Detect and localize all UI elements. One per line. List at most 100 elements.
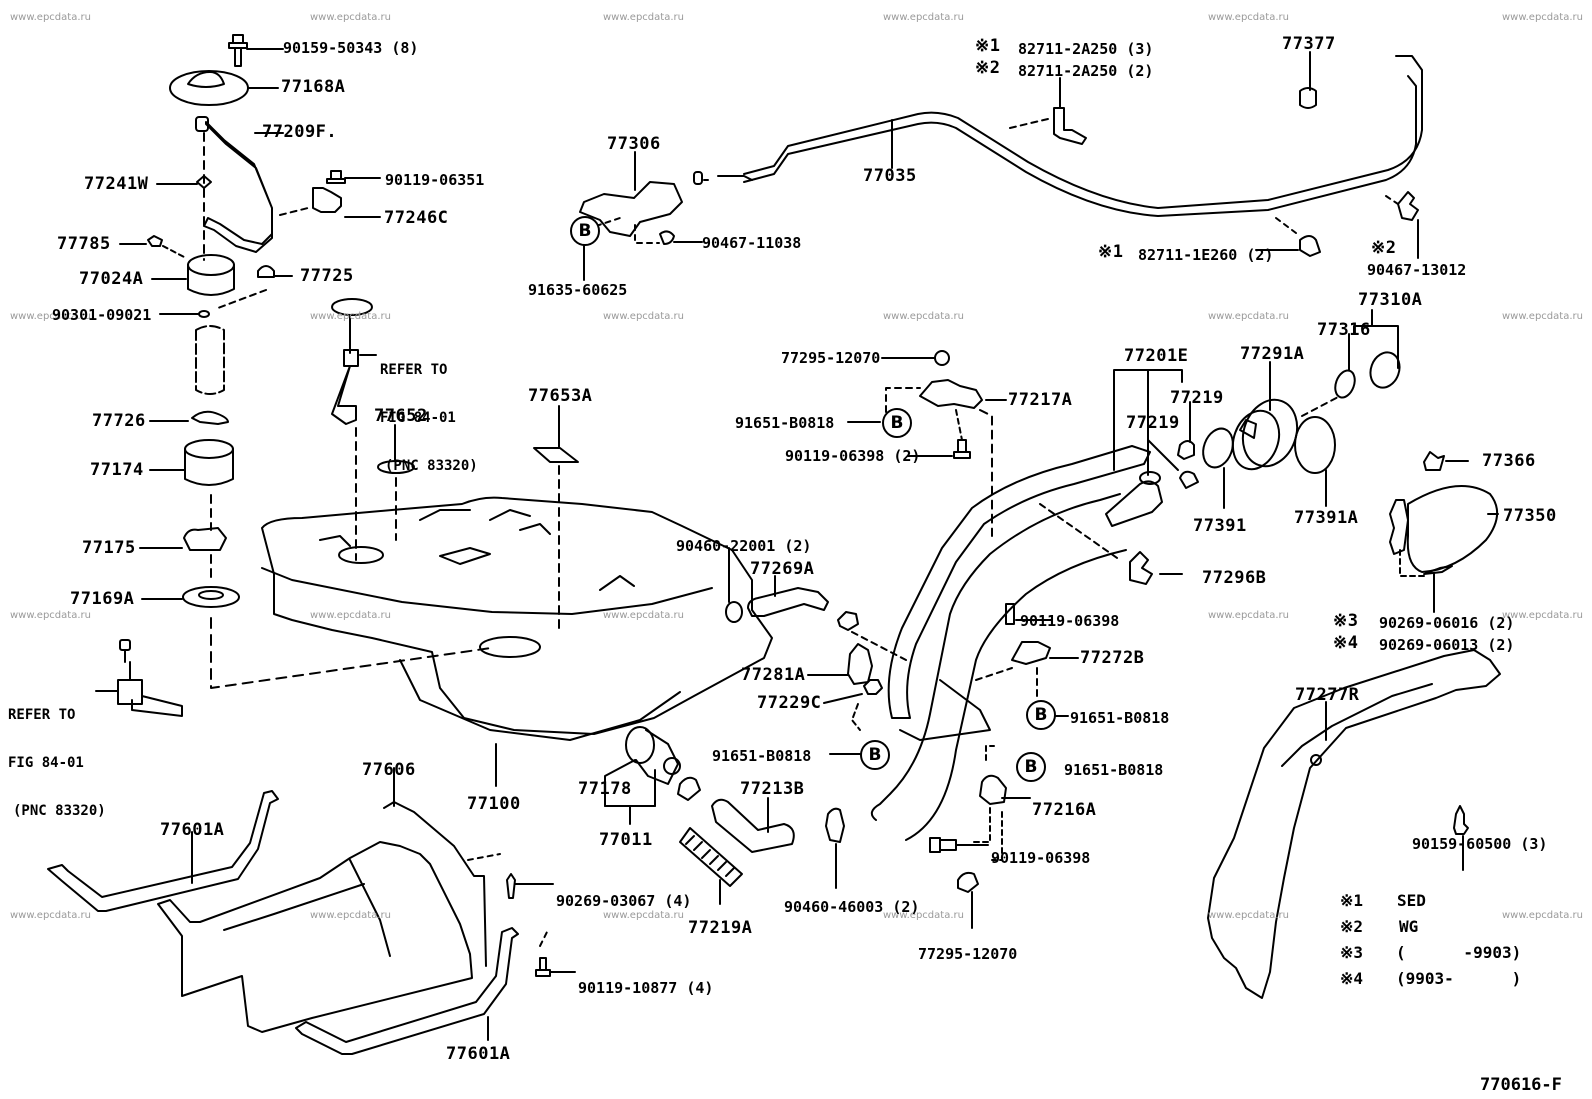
watermark: www.epcdata.ru	[883, 311, 964, 322]
part-label[interactable]: 77725	[300, 266, 354, 286]
part-label[interactable]: 90119-06351	[385, 171, 485, 189]
part-label[interactable]: 77310A	[1358, 290, 1423, 310]
part-label[interactable]: 77219	[1126, 413, 1180, 433]
callout-b-marker: B	[860, 740, 890, 770]
part-label[interactable]: 77601A	[160, 820, 225, 840]
part-label[interactable]: 91651-B0818	[735, 414, 835, 432]
part-label[interactable]: 90301-09021	[52, 306, 152, 324]
part-label[interactable]: 90269-06016 (2)	[1379, 614, 1515, 632]
sender-gauge-drawing	[331, 298, 373, 425]
note-mark: ※2	[1371, 238, 1397, 258]
callout-b-marker: B	[882, 408, 912, 438]
part-label[interactable]: 77652	[374, 406, 428, 426]
watermark: www.epcdata.ru	[310, 12, 391, 23]
part-label[interactable]: 77350	[1503, 506, 1557, 526]
clamp-77213B-upper-drawing	[677, 776, 701, 801]
callout-b-marker: B	[570, 216, 600, 246]
cup-77174-drawing	[184, 439, 234, 486]
part-label[interactable]: 77024A	[79, 269, 144, 289]
part-label[interactable]: 77174	[90, 460, 144, 480]
clamp-90460-46003-drawing	[825, 807, 845, 843]
part-label[interactable]: 77281A	[741, 665, 806, 685]
part-label[interactable]: 77295-12070	[918, 945, 1018, 963]
part-label[interactable]: 77216A	[1032, 800, 1097, 820]
clamp-77216A-drawing	[979, 774, 1007, 805]
part-label[interactable]: 77175	[82, 538, 136, 558]
part-label[interactable]: 90460-46003 (2)	[784, 898, 920, 916]
protector-77277R-drawing	[1207, 649, 1501, 999]
part-label[interactable]: 77291A	[1240, 344, 1305, 364]
part-label[interactable]: 77391	[1193, 516, 1247, 536]
part-label[interactable]: 91651-B0818	[712, 747, 812, 765]
part-label[interactable]: 77653A	[528, 386, 593, 406]
refer-note-line: FIG 84-01	[8, 755, 84, 771]
cable-77035-drawing	[693, 55, 1423, 217]
note-mark: ※2	[975, 58, 1001, 78]
part-label[interactable]: 77169A	[70, 589, 135, 609]
part-label[interactable]: 90159-60500 (3)	[1412, 835, 1548, 853]
retainer-77175-drawing	[183, 527, 227, 551]
part-label[interactable]: 90467-11038	[702, 234, 802, 252]
legend-text: (9903- )	[1396, 969, 1522, 988]
part-label[interactable]: 77100	[467, 794, 521, 814]
part-label[interactable]: 90119-06398 (2)	[785, 447, 921, 465]
pad-77653A-drawing	[533, 447, 579, 463]
part-label[interactable]: 82711-2A250 (2)	[1018, 62, 1154, 80]
legend-mark: ※2	[1340, 917, 1364, 936]
part-label[interactable]: 77246C	[384, 208, 449, 228]
part-label[interactable]: 90269-03067 (4)	[556, 892, 692, 910]
part-label[interactable]: 77219A	[688, 918, 753, 938]
part-label[interactable]: 90269-06013 (2)	[1379, 636, 1515, 654]
part-label[interactable]: 90119-06398	[991, 849, 1091, 867]
bracket-77281A-drawing	[847, 643, 873, 685]
part-label[interactable]: 77229C	[757, 693, 822, 713]
clip-77241W-drawing	[196, 175, 212, 189]
part-label[interactable]: 90467-13012	[1367, 261, 1467, 279]
refer-note: REFER TO FIG 84-01 (PNC 83320)	[380, 330, 478, 490]
part-label[interactable]: 77213B	[740, 779, 805, 799]
part-label[interactable]: 91635-60625	[528, 281, 628, 299]
part-label[interactable]: 77217A	[1008, 390, 1073, 410]
part-label[interactable]: 77269A	[750, 559, 815, 579]
part-label[interactable]: 77726	[92, 411, 146, 431]
watermark: www.epcdata.ru	[10, 910, 91, 921]
part-label[interactable]: 90119-06398	[1020, 612, 1120, 630]
part-label[interactable]: 90159-50343 (8)	[283, 39, 419, 57]
part-label[interactable]: 77377	[1282, 34, 1336, 54]
part-label[interactable]: 77219	[1170, 388, 1224, 408]
figure-number: 770616-F	[1480, 1075, 1562, 1095]
part-label[interactable]: 91651-B0818	[1070, 709, 1170, 727]
part-label[interactable]: 77606	[362, 760, 416, 780]
plate-77168A-drawing	[169, 70, 249, 106]
part-label[interactable]: 77277R	[1295, 685, 1360, 705]
part-label[interactable]: 77272B	[1080, 648, 1145, 668]
part-label[interactable]: 91651-B0818	[1064, 761, 1164, 779]
part-label[interactable]: 82711-1E260 (2)	[1138, 246, 1274, 264]
part-label[interactable]: 77391A	[1294, 508, 1359, 528]
part-label[interactable]: 77296B	[1202, 568, 1267, 588]
watermark: www.epcdata.ru	[10, 311, 91, 322]
part-label[interactable]: 77295-12070	[781, 349, 881, 367]
part-label[interactable]: 77366	[1482, 451, 1536, 471]
cap-77310A-drawing	[1369, 351, 1401, 389]
part-label[interactable]: 77168A	[281, 77, 346, 97]
part-label[interactable]: 90119-10877 (4)	[578, 979, 714, 997]
part-label[interactable]: 77601A	[446, 1044, 511, 1064]
part-label[interactable]: 77011	[599, 830, 653, 850]
part-label[interactable]: 77201E	[1124, 346, 1189, 366]
part-label[interactable]: 90460-22001 (2)	[676, 537, 812, 555]
part-label[interactable]: 77306	[607, 134, 661, 154]
part-label[interactable]: 77241W	[84, 174, 149, 194]
pipe-77178-drawing	[625, 726, 681, 785]
cap-77291A-drawing	[1231, 398, 1299, 471]
fuel-lid-77350-drawing	[1389, 485, 1498, 573]
part-label[interactable]: 77209F.	[262, 122, 338, 142]
part-label[interactable]: 77785	[57, 234, 111, 254]
part-label[interactable]: 77316	[1317, 320, 1371, 340]
valve-77219-drawing	[1177, 440, 1195, 460]
part-label[interactable]: 77178	[578, 779, 632, 799]
bracket-77272B-drawing	[1011, 641, 1051, 665]
part-label[interactable]: 82711-2A250 (3)	[1018, 40, 1154, 58]
part-label[interactable]: 77035	[863, 166, 917, 186]
